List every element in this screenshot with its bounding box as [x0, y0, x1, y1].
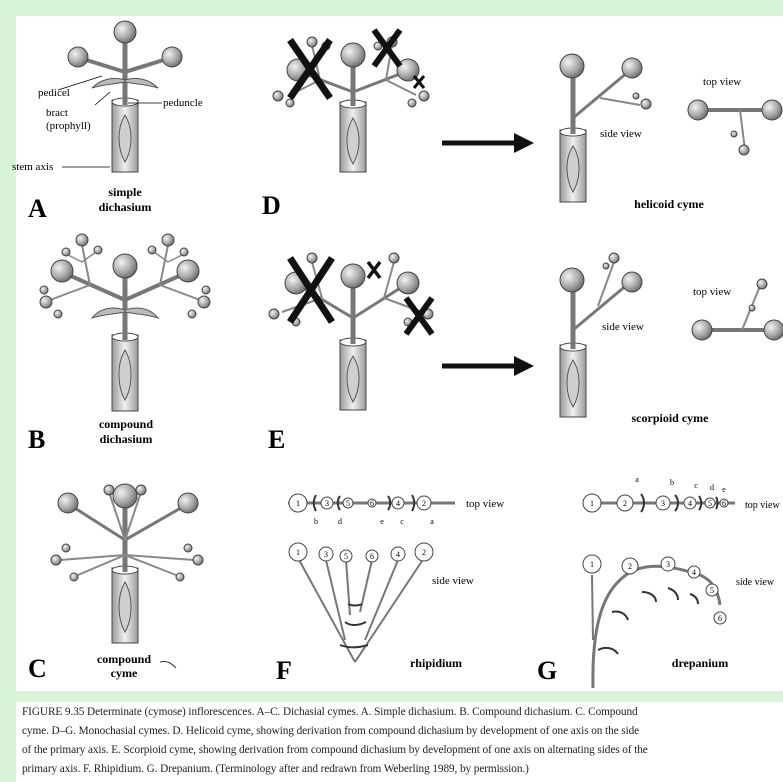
g-side-6: 6 [718, 614, 722, 623]
f-top-4: 4 [396, 499, 400, 508]
panel-g: 1 2 3 4 5 6 a b c d e top view [537, 475, 780, 688]
title-g: drepanium [672, 656, 728, 670]
label-d-top-view: top view [703, 76, 741, 88]
f-letter-d: d [338, 517, 342, 526]
panel-a: pedicel peduncle bract (prophyll) stem a… [12, 21, 203, 223]
caption-line-4: primary axis. F. Rhipidium. G. Drepanium… [22, 763, 529, 775]
f-letter-c: c [400, 517, 404, 526]
label-e-top-view: top view [693, 286, 731, 298]
inflorescence-diagram: pedicel peduncle bract (prophyll) stem a… [0, 0, 783, 700]
title-d: helicoid cyme [634, 197, 704, 211]
label-d-side-view: side view [600, 128, 642, 140]
f-letter-b: b [314, 517, 318, 526]
f-side-5: 5 [344, 552, 348, 561]
g-letter-b: b [670, 478, 674, 487]
g-side-4: 4 [692, 568, 696, 577]
g-side-3: 3 [666, 560, 670, 569]
g-top-4: 4 [688, 499, 692, 508]
caption-line-1: FIGURE 9.35 Determinate (cymose) inflore… [22, 706, 638, 718]
caption-figure-label: FIGURE 9.35 [22, 706, 87, 718]
f-top-2: 2 [422, 499, 426, 508]
panel-letter-g: G [537, 656, 557, 685]
title-a-line1: simple [108, 185, 142, 199]
caption-text-1: Determinate (cymose) inflorescences. A–C… [87, 706, 638, 718]
f-side-1: 1 [296, 548, 300, 557]
panel-letter-b: B [28, 425, 45, 454]
g-letter-e: e [722, 485, 726, 494]
panel-letter-d: D [262, 191, 281, 220]
figure-caption: FIGURE 9.35 Determinate (cymose) inflore… [16, 702, 783, 782]
panel-letter-f: F [276, 656, 292, 685]
rhipidium-side-numbers: 1 3 5 6 4 2 [296, 548, 426, 561]
panel-b: B compound dichasium [28, 234, 210, 454]
g-top-1: 1 [590, 499, 594, 508]
label-stem-axis: stem axis [12, 161, 53, 173]
g-top-6: 6 [722, 499, 726, 508]
g-letter-a: a [635, 475, 639, 484]
f-top-1: 1 [296, 499, 300, 508]
panel-letter-c: C [28, 654, 47, 683]
rhipidium-top-letters: b d e c a [314, 517, 434, 526]
title-a-line2: dichasium [99, 200, 152, 214]
panel-f: 1 3 5 6 4 2 b d e c a top view [276, 494, 504, 685]
label-prophyll: (prophyll) [46, 120, 91, 132]
label-pedicel: pedicel [38, 87, 70, 99]
g-side-2: 2 [628, 562, 632, 571]
label-f-top-view: top view [466, 498, 504, 510]
caption-line-2: cyme. D–G. Monochasial cymes. D. Helicoi… [22, 725, 639, 737]
title-e: scorpioid cyme [632, 411, 710, 425]
panel-c: C compound cyme [28, 484, 203, 683]
title-b-line2: dichasium [100, 432, 153, 446]
f-letter-e: e [380, 517, 384, 526]
f-side-3: 3 [324, 550, 328, 559]
g-top-3: 3 [661, 499, 665, 508]
label-bract: bract [46, 107, 68, 119]
f-top-5: 5 [346, 499, 350, 508]
title-c-line2: cyme [111, 666, 138, 680]
panel-letter-e: E [268, 425, 285, 454]
title-b-line1: compound [99, 417, 153, 431]
label-g-top-view: top view [745, 500, 780, 511]
f-side-2: 2 [422, 548, 426, 557]
drepanium-top-letters: a b c d e [635, 475, 726, 494]
g-letter-c: c [694, 481, 698, 490]
caption-line-3: of the primary axis. E. Scorpioid cyme, … [22, 744, 648, 756]
g-letter-d: d [710, 483, 714, 492]
f-top-6: 6 [370, 499, 374, 508]
f-letter-a: a [430, 517, 434, 526]
label-peduncle: peduncle [163, 97, 203, 109]
g-side-1: 1 [590, 560, 594, 569]
panel-letter-a: A [28, 194, 47, 223]
label-f-side-view: side view [432, 575, 474, 587]
title-c-line1: compound [97, 652, 151, 666]
label-g-side-view: side view [736, 577, 775, 588]
f-side-6: 6 [370, 552, 374, 561]
panel-d: side view top view D helicoid cyme [262, 30, 782, 220]
title-f: rhipidium [410, 656, 462, 670]
g-side-5: 5 [710, 586, 714, 595]
f-side-4: 4 [396, 550, 400, 559]
f-top-3: 3 [325, 499, 329, 508]
label-e-side-view: side view [602, 321, 644, 333]
panel-e: side view top view E scorpioid cyme [268, 253, 783, 454]
g-top-2: 2 [623, 499, 627, 508]
g-top-5: 5 [708, 499, 712, 508]
